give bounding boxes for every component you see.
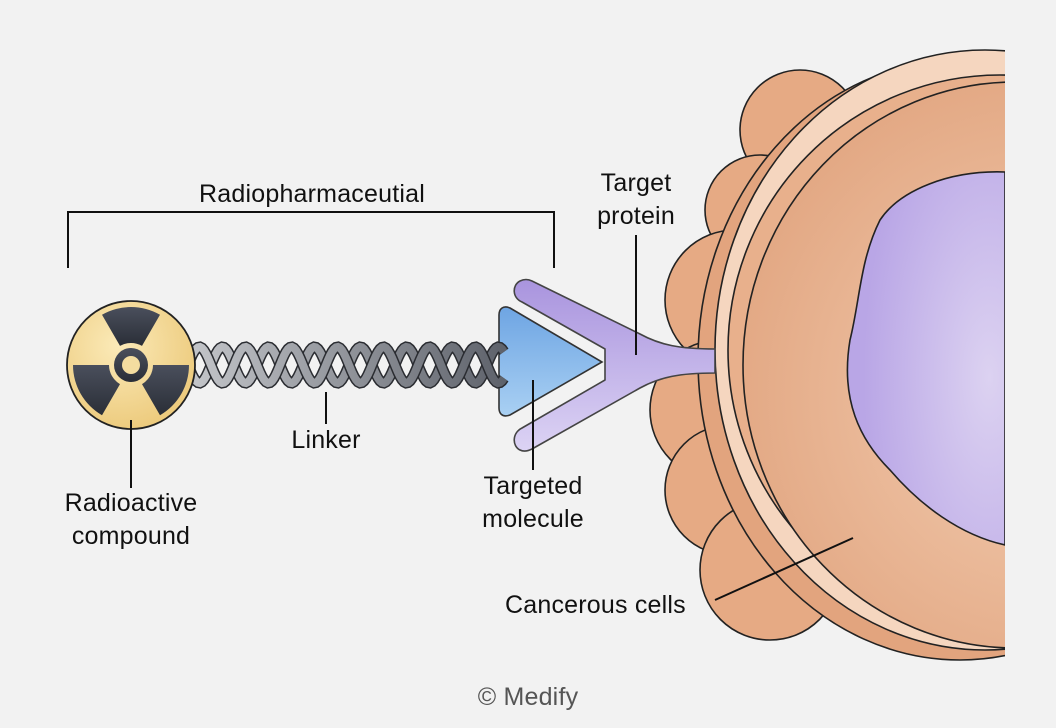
copyright-credit: © Medify [477,683,579,711]
radioactive-compound [66,300,196,430]
targeted-molecule-label-line2: molecule [482,505,584,533]
cell-nucleus [846,171,1005,546]
leader-lines [130,235,854,601]
targeted-molecule-label: Targeted molecule [460,470,606,536]
linker-strand [184,342,508,388]
radioactive-compound-label: Radioactive compound [40,487,222,553]
radioactive-compound-label-line1: Radioactive [64,489,198,517]
radiopharmaceutical-label: Radiopharmaceutial [199,180,425,208]
radiation-blade [142,365,189,416]
radioactive-compound-label-line2: compound [71,522,191,550]
target-protein-label-line1: Target [600,169,672,197]
radiation-blade [73,365,120,416]
linker-label: Linker [291,426,361,454]
target-protein-label: Target protein [576,167,696,233]
targeted-molecule [498,306,604,417]
target-protein [513,278,716,452]
radiopharmaceutical-bracket [67,211,555,268]
targeted-molecule-label-line1: Targeted [483,472,583,500]
cancerous-cells-label: Cancerous cells [505,591,686,619]
linker-strand [184,342,508,388]
linker-helix [182,341,509,389]
target-protein-label-line2: protein [597,202,675,230]
radiation-blade [102,307,160,346]
cancerous-cells [649,49,1005,661]
